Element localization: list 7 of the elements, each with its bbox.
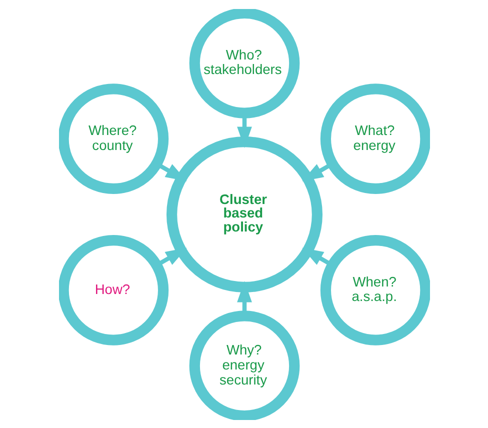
node-circle: How? [58, 234, 168, 345]
node-circle: Where? county [58, 83, 168, 194]
node-circle: Who? stakeholders [188, 8, 300, 118]
node-circle: Why? energy security [188, 310, 300, 420]
node-circle: When? a.s.a.p. [320, 234, 430, 345]
node-circle: Cluster based policy [166, 136, 322, 292]
node-circle: What? energy [320, 83, 430, 194]
